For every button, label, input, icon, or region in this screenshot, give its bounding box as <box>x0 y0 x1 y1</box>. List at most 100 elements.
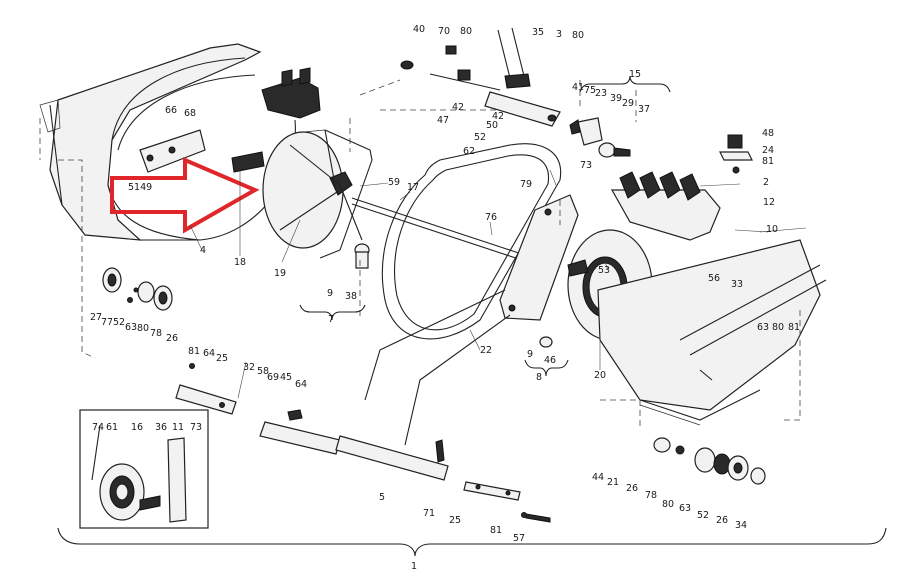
callout: 70 <box>438 26 450 37</box>
callout: 64 <box>203 348 215 359</box>
callout: 74 <box>92 422 104 433</box>
callout: 15 <box>629 69 641 80</box>
callout: 9 <box>327 288 333 299</box>
assembly-brace-7 <box>299 304 366 321</box>
assembly-brace-15 <box>579 75 671 93</box>
callout: 8 <box>536 372 542 383</box>
callout: 25 <box>449 515 461 526</box>
callout: 81 <box>188 346 200 357</box>
callout: 40 <box>413 24 425 35</box>
callout: 29 <box>622 98 634 109</box>
impeller-disc-19 <box>262 129 373 259</box>
callout: 61 <box>106 422 118 433</box>
callout: 37 <box>638 104 650 115</box>
leader-lines <box>189 169 807 370</box>
callout: 26 <box>626 483 638 494</box>
callout: 78 <box>150 328 162 339</box>
callout: 80 <box>772 322 784 333</box>
callout: 66 <box>165 105 177 116</box>
callout: 81 <box>490 525 502 536</box>
callout: 59 <box>388 177 400 188</box>
callout: 80 <box>662 499 674 510</box>
shear-bar-2 <box>610 171 721 241</box>
callout: 68 <box>184 108 196 119</box>
dashed-assembly-lines <box>39 79 801 430</box>
callout: 81 <box>762 156 774 167</box>
callout: 63 <box>679 503 691 514</box>
callout: 32 <box>243 362 255 373</box>
callout: 33 <box>731 279 743 290</box>
callout: 64 <box>295 379 307 390</box>
callout: 52 <box>113 317 125 328</box>
callout: 9 <box>527 349 533 360</box>
callout: 73 <box>190 422 202 433</box>
bushing-46 <box>539 336 553 348</box>
bracket-9 <box>499 194 579 321</box>
callout: 71 <box>423 508 435 519</box>
callout: 27 <box>90 312 102 323</box>
bearing-group-right <box>653 437 766 485</box>
drive-shaft-17 <box>351 197 541 267</box>
callout: 56 <box>708 273 720 284</box>
callout: 12 <box>763 197 775 208</box>
callout: 5 <box>379 492 385 503</box>
tension-arm-25 <box>175 361 247 415</box>
callout: 57 <box>513 533 525 544</box>
callout: 73 <box>580 160 592 171</box>
callout: 17 <box>407 182 419 193</box>
callout: 75 <box>584 85 596 96</box>
callout: 42 <box>452 102 464 113</box>
callout: 41 <box>572 82 584 93</box>
callout: 50 <box>486 120 498 131</box>
callout: 3 <box>556 29 562 40</box>
callout: 10 <box>766 224 778 235</box>
callout: 78 <box>645 490 657 501</box>
callout: 18 <box>234 257 246 268</box>
callout: 69 <box>267 372 279 383</box>
callout: 80 <box>572 30 584 41</box>
callout: 45 <box>280 372 292 383</box>
callout: 44 <box>592 472 604 483</box>
callout: 25 <box>216 353 228 364</box>
callout: 42 <box>492 111 504 122</box>
callout: 36 <box>155 422 167 433</box>
highlight-arrow <box>110 156 260 234</box>
assembly-brace-1 <box>57 527 887 557</box>
control-rod-5 <box>259 289 511 481</box>
callout: 4 <box>200 245 206 256</box>
callout: 52 <box>697 510 709 521</box>
callout: 81 <box>788 322 800 333</box>
callout: 22 <box>480 345 492 356</box>
bolt-48 <box>719 134 753 174</box>
callout: 26 <box>166 333 178 344</box>
bolt-57 <box>521 512 551 523</box>
housing-bracket <box>261 67 321 119</box>
inset-pulley-detail <box>79 409 209 529</box>
callout: 80 <box>137 323 149 334</box>
callout: 47 <box>437 115 449 126</box>
callout: 63 <box>125 322 137 333</box>
callout-labels: 40 70 80 35 3 80 15 42 47 42 50 52 62 41… <box>90 24 800 572</box>
callout: 26 <box>716 515 728 526</box>
callout: 77 <box>101 317 113 328</box>
bracket-66-68 <box>139 129 206 173</box>
callout: 58 <box>257 366 269 377</box>
callout: 39 <box>610 93 622 104</box>
callout: 62 <box>463 146 475 157</box>
callout: 52 <box>474 132 486 143</box>
callout: 53 <box>598 265 610 276</box>
callout: 80 <box>460 26 472 37</box>
bearing-group-left <box>102 267 173 311</box>
callout: 35 <box>532 27 544 38</box>
callout: 46 <box>544 355 556 366</box>
callout: 24 <box>762 145 774 156</box>
belt-loop-22 <box>381 143 562 340</box>
auger-housing-right <box>597 239 827 426</box>
callout: 5149 <box>128 182 152 193</box>
callout: 23 <box>595 88 607 99</box>
callout: 20 <box>594 370 606 381</box>
auger-housing-left <box>39 43 296 241</box>
callout: 2 <box>763 177 769 188</box>
idler-assembly-15 <box>569 117 631 158</box>
